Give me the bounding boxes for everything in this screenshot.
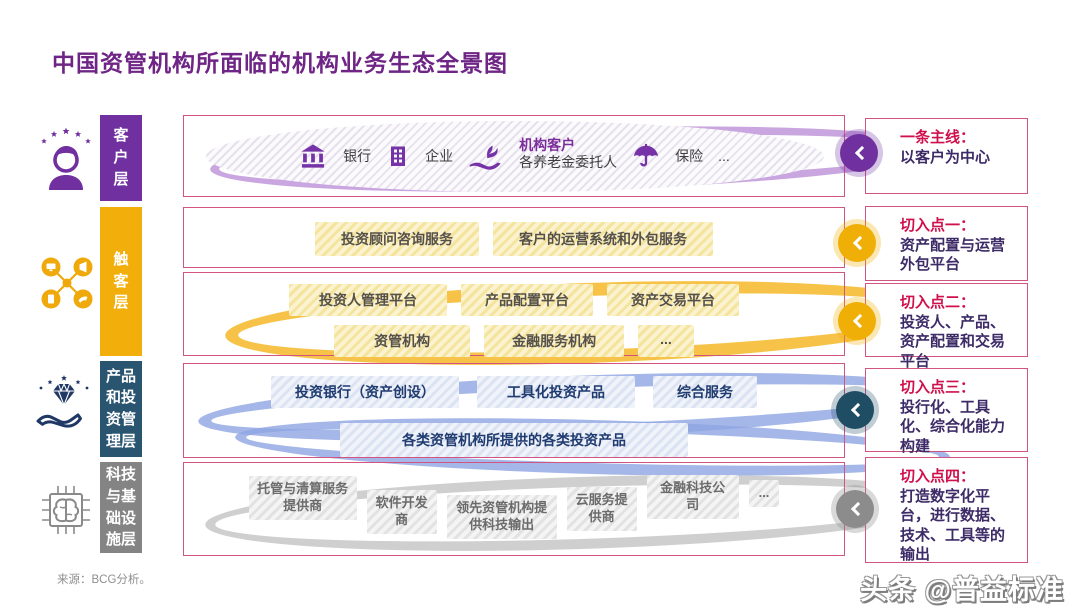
tech-chip-software-developer: 软件开发商 bbox=[366, 490, 437, 534]
annotation-entry-point-3-title: 切入点三： bbox=[900, 379, 976, 396]
tech-chip-custody-clearing: 托管与清算服务提供商 bbox=[248, 476, 357, 520]
annotation-main-line: 一条主线： 以客户为中心 bbox=[865, 118, 1028, 194]
tech-chip-fintech-company: 金融科技公司 bbox=[646, 475, 739, 519]
annotation-main-line-body: 以客户为中心 bbox=[900, 148, 991, 166]
annotation-entry-point-4-body: 打造数字化平台，进行数据、技术、工具等的输出 bbox=[900, 487, 1006, 564]
layer-bar-customer: 客户层 bbox=[100, 115, 142, 201]
product-chip-tool-products: 工具化投资产品 bbox=[477, 376, 635, 408]
watermark-toutiao-puyi: 头条 @普益标准 bbox=[860, 575, 1064, 605]
umbrella-icon bbox=[632, 141, 660, 171]
tech-chip-cloud-provider: 云服务提供商 bbox=[566, 487, 637, 531]
annotation-entry-point-2-body: 投资人、产品、资产配置和交易平台 bbox=[900, 313, 1006, 370]
chevron-left-icon bbox=[838, 224, 876, 262]
hatched-ellipse-bg bbox=[206, 121, 824, 192]
annotation-entry-point-4-title: 切入点四： bbox=[900, 468, 976, 485]
annotation-entry-point-2-title: 切入点二： bbox=[900, 294, 976, 311]
product-chip-all-investment-products: 各类资管机构所提供的各类投资产品 bbox=[340, 423, 688, 457]
customer-item-pension: 各养老金委托人 bbox=[519, 154, 618, 170]
network-touchpoints-icon bbox=[38, 254, 96, 317]
layer-label-customer: 客户层 bbox=[113, 127, 129, 188]
annotation-entry-point-1: 切入点一： 资产配置与运营外包平台 bbox=[865, 206, 1028, 281]
touch-layer-platforms-box: 投资人管理平台 产品配置平台 资产交易平台 资管机构 金融服务机构 ... bbox=[183, 272, 845, 357]
chevron-left-icon bbox=[836, 490, 874, 528]
layer-bar-tech-infrastructure: 科技与基础设施层 bbox=[100, 462, 142, 553]
layer-label-product-investment: 产品和投资管理层 bbox=[105, 367, 136, 450]
layer-label-tech-infrastructure: 科技与基础设施层 bbox=[105, 466, 136, 549]
touch-layer-services-box: 投资顾问咨询服务 客户的运营系统和外包服务 bbox=[183, 207, 845, 268]
sprout-hand-icon bbox=[468, 141, 504, 171]
platform-chip-financial-service-orgs: 金融服务机构 bbox=[484, 325, 625, 357]
platform-chip-investor-mgmt: 投资人管理平台 bbox=[289, 284, 447, 316]
annotation-entry-point-2: 切入点二： 投资人、产品、资产配置和交易平台 bbox=[865, 283, 1028, 370]
product-chip-investment-banking: 投资银行（资产创设） bbox=[271, 376, 459, 408]
tech-chip-leading-am-output: 领先资管机构提供科技输出 bbox=[446, 495, 557, 539]
layer-label-touch: 触客层 bbox=[113, 250, 129, 312]
layer-bar-product-investment: 产品和投资管理层 bbox=[100, 361, 142, 457]
chevron-left-icon bbox=[840, 134, 878, 172]
annotation-entry-point-3-body: 投行化、工具化、综合化能力构建 bbox=[900, 398, 1006, 455]
annotation-entry-point-3: 切入点三： 投行化、工具化、综合化能力构建 bbox=[865, 368, 1028, 455]
tech-chip-ellipsis: ... bbox=[748, 480, 780, 507]
service-chip-operations-outsourcing: 客户的运营系统和外包服务 bbox=[493, 222, 713, 256]
customer-layer-box: 银行 企业 机构客户 各养老金委托人 保险 bbox=[183, 115, 845, 197]
hand-diamond-icon bbox=[32, 374, 96, 441]
brain-chip-icon bbox=[38, 480, 94, 545]
service-chip-advisory: 投资顾问咨询服务 bbox=[315, 222, 479, 256]
product-chip-comprehensive-services: 综合服务 bbox=[653, 376, 757, 408]
platform-chip-asset-trading: 资产交易平台 bbox=[607, 284, 739, 316]
page-title: 中国资管机构所面临的机构业务生态全景图 bbox=[52, 50, 508, 76]
building-icon bbox=[386, 142, 410, 170]
tech-layer-box: 托管与清算服务提供商 软件开发商 领先资管机构提供科技输出 云服务提供商 金融科… bbox=[183, 462, 845, 556]
annotation-main-line-title: 一条主线： bbox=[900, 129, 976, 146]
bank-icon bbox=[298, 142, 328, 170]
customer-item-insurance: 保险 bbox=[675, 148, 704, 164]
annotation-entry-point-1-title: 切入点一： bbox=[900, 217, 976, 234]
product-layer-box: 投资银行（资产创设） 工具化投资产品 综合服务 各类资管机构所提供的各类投资产品 bbox=[183, 363, 845, 458]
customer-item-bank: 银行 bbox=[343, 148, 372, 164]
institutional-clients-label: 机构客户 bbox=[519, 136, 576, 153]
customer-stars-icon bbox=[36, 124, 96, 195]
platform-chip-asset-managers: 资管机构 bbox=[334, 325, 471, 357]
customer-item-ellipsis: ... bbox=[718, 148, 730, 164]
annotation-entry-point-4: 切入点四： 打造数字化平台，进行数据、技术、工具等的输出 bbox=[865, 457, 1028, 563]
customer-item-enterprise: 企业 bbox=[425, 148, 454, 164]
platform-chip-product-allocation: 产品配置平台 bbox=[461, 284, 593, 316]
platform-chip-ellipsis: ... bbox=[638, 325, 694, 357]
source-note: 来源：BCG分析。 bbox=[57, 574, 151, 586]
layer-bar-touch: 触客层 bbox=[100, 207, 142, 356]
chevron-left-icon bbox=[838, 302, 876, 340]
annotation-entry-point-1-body: 资产配置与运营外包平台 bbox=[900, 236, 1006, 274]
chevron-left-icon bbox=[836, 391, 874, 429]
